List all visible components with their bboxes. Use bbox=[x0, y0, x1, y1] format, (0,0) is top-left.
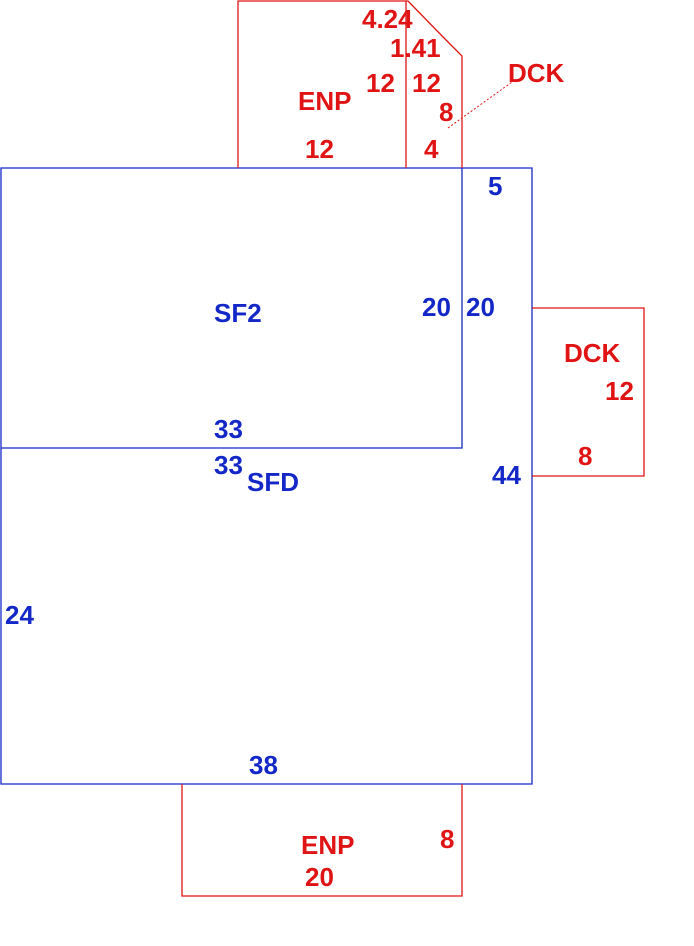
enp-bottom-outline bbox=[181, 784, 463, 897]
enp-top-side-dimension: 12 bbox=[366, 68, 395, 98]
enp-top-outline bbox=[237, 0, 407, 168]
dck-right-label: DCK bbox=[564, 338, 621, 368]
sfd-width-dimension: 38 bbox=[249, 750, 278, 780]
enp-top-width-dimension: 12 bbox=[305, 134, 334, 164]
dck-top-right-dimension: 8 bbox=[439, 97, 453, 127]
sf2-right-height-dimension: 20 bbox=[466, 292, 495, 322]
sfd-left-height-dimension: 24 bbox=[5, 600, 34, 630]
dck-top-left-dimension: 12 bbox=[412, 68, 441, 98]
dck-top-label: DCK bbox=[508, 58, 565, 88]
dck-top-width-dimension: 4 bbox=[424, 134, 439, 164]
sfd-top-width-dimension: 33 bbox=[214, 450, 243, 480]
dck-right-width-dimension: 8 bbox=[578, 441, 592, 471]
sf2-step-dimension: 5 bbox=[488, 171, 502, 201]
dck-right-height-dimension: 12 bbox=[605, 376, 634, 406]
dck-right-outline bbox=[532, 307, 645, 477]
dck-top-outline bbox=[406, 0, 463, 168]
dck-top-diag-dimension: 4.24 bbox=[362, 4, 413, 34]
dck-top-leader bbox=[447, 81, 513, 129]
sf2-label: SF2 bbox=[214, 298, 262, 328]
sf2-left-height-dimension: 20 bbox=[422, 292, 451, 322]
sf2-width-dimension: 33 bbox=[214, 414, 243, 444]
enp-bottom-height-dimension: 8 bbox=[440, 824, 454, 854]
sfd-height-dimension: 44 bbox=[492, 460, 521, 490]
dck-top-bevel-dimension: 1.41 bbox=[390, 33, 441, 63]
enp-bottom-width-dimension: 20 bbox=[305, 862, 334, 892]
enp-bottom-label: ENP bbox=[301, 830, 354, 860]
enp-top-label: ENP bbox=[298, 86, 351, 116]
sfd-label: SFD bbox=[247, 467, 299, 497]
sfd-outline bbox=[0, 167, 533, 785]
